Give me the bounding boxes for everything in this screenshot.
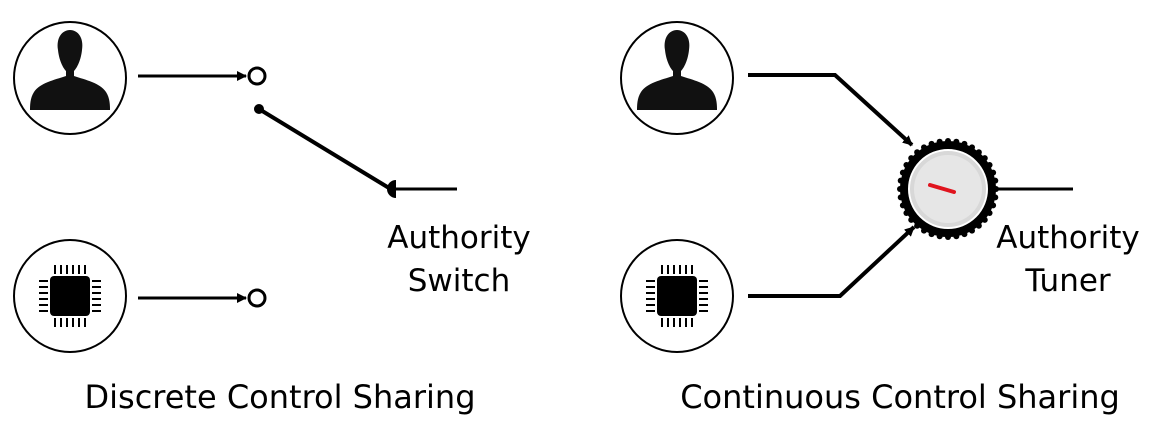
dial-knurl-tooth [981, 216, 988, 223]
dial-knurl-tooth [953, 138, 960, 145]
human-switch-terminal [247, 66, 267, 86]
tuner-label-line2: Tuner [1025, 263, 1111, 299]
dial-knurl-tooth [899, 169, 906, 176]
dial-knurl-tooth [992, 194, 999, 201]
authority-switch-label: Authority Switch [379, 217, 539, 303]
dial-knurl-tooth [928, 140, 935, 147]
dial-knurl-tooth [908, 155, 915, 162]
dial-knurl-tooth [992, 177, 999, 184]
switch-label-line1: Authority [387, 220, 531, 256]
dial-knurl-tooth [969, 227, 975, 234]
tuner-label-line1: Authority [996, 220, 1140, 256]
dial-knurl-tooth [945, 234, 951, 240]
dial-knurl-tooth [969, 144, 975, 151]
dial-knurl-tooth [953, 233, 960, 240]
dial-knurl-tooth [981, 155, 988, 162]
dial-knurl-tooth [897, 177, 904, 184]
dial-knurl-tooth [936, 138, 943, 145]
human-person-silhouette-icon [620, 21, 734, 135]
dial-knurl-tooth [914, 149, 921, 156]
dial-knurl-tooth [936, 233, 943, 240]
dial-knurl-tooth [928, 231, 935, 238]
dial-knurl-tooth [903, 162, 910, 168]
machine-microchip-icon [620, 239, 734, 353]
authority-tuner-label: Authority Tuner [988, 217, 1148, 303]
dial-knurl-tooth [990, 169, 997, 176]
dial-knurl-tooth [961, 231, 968, 238]
switch-label-line2: Switch [407, 263, 511, 299]
dial-knurl-tooth [945, 138, 951, 144]
dial-knurl-tooth [908, 216, 915, 223]
dial-knurl-tooth [897, 194, 904, 201]
machine-microchip-icon [13, 239, 127, 353]
discrete-caption: Discrete Control Sharing [84, 378, 476, 416]
dial-knurl-tooth [986, 162, 993, 168]
dial-knurl-tooth [975, 149, 982, 156]
dial-knurl-tooth [990, 202, 997, 209]
dial-knurl-tooth [899, 202, 906, 209]
machine-switch-terminal [247, 288, 267, 308]
dial-knurl-tooth [914, 222, 921, 229]
dial-knurl-tooth [897, 186, 903, 192]
continuous-caption: Continuous Control Sharing [680, 378, 1120, 416]
human-person-silhouette-icon [13, 21, 127, 135]
machine-to-tuner-arrow [748, 225, 916, 298]
human-to-tuner-arrow [748, 73, 914, 147]
dial-knurl-tooth [921, 227, 927, 234]
dial-pointer [928, 183, 956, 194]
authority-tuner-dial-icon [897, 138, 999, 240]
dial-knurl-tooth [961, 140, 968, 147]
dial-knurl-tooth [975, 222, 982, 229]
switch-lever [257, 107, 391, 190]
dial-knurl-tooth [903, 210, 910, 216]
dial-knurl-tooth [986, 210, 993, 216]
dial-knurl-tooth [921, 144, 927, 151]
switch-output-contact [387, 180, 396, 198]
